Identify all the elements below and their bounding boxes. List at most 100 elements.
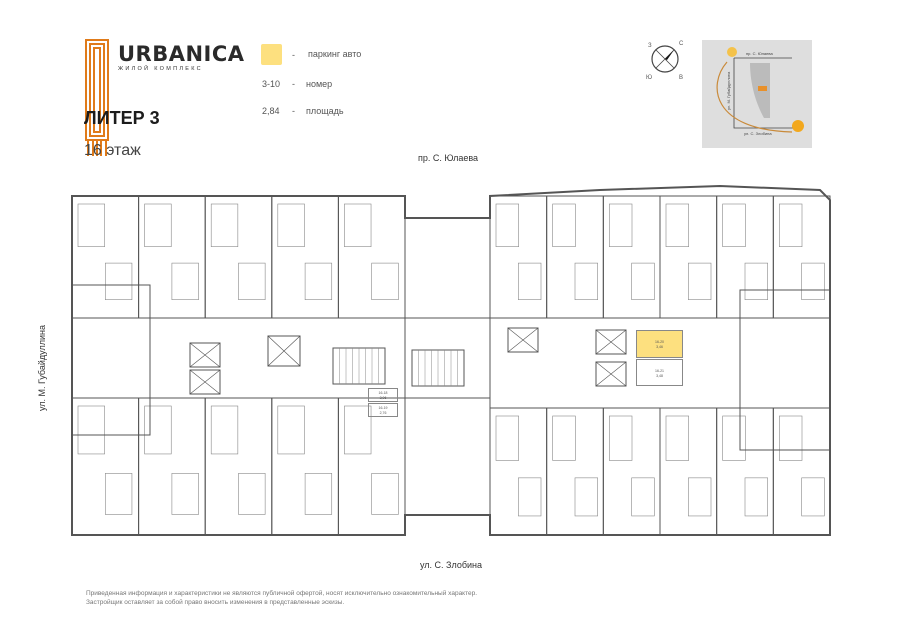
corridor (489, 317, 741, 409)
room (609, 415, 633, 461)
compass-letter: Ю (646, 75, 652, 80)
bathroom (171, 473, 199, 515)
legend-number-key: 3-10 (262, 79, 281, 89)
compass-letter: С (679, 41, 684, 47)
elevator (507, 327, 539, 353)
legend-dash: - (292, 50, 295, 60)
elevator (595, 361, 627, 387)
room (77, 405, 105, 455)
compass-icon: С В Ю З (646, 41, 684, 80)
bathroom (518, 262, 542, 301)
room (495, 203, 519, 248)
elevator (189, 369, 221, 395)
elevator (189, 369, 221, 395)
room (665, 203, 689, 248)
elevator (267, 335, 301, 367)
cell-number: 16-18 (378, 391, 388, 395)
cell-area: 2,76 (379, 411, 387, 415)
room (552, 203, 576, 248)
bathroom (371, 473, 399, 515)
urbanica-logo-icon (85, 39, 109, 156)
brand-subtitle: ЖИЛОЙ КОМПЛЕКС (118, 66, 203, 72)
room (495, 415, 519, 461)
svg-text:ул. М. Губайдуллина: ул. М. Губайдуллина (726, 71, 731, 110)
cell-number: 16-20 (655, 340, 664, 344)
apartment (404, 217, 491, 319)
legend-area-key: 2,84 (262, 106, 280, 116)
street-top-label: пр. С. Юлаева (418, 153, 479, 163)
bathroom (171, 262, 199, 301)
bathroom (574, 477, 598, 517)
bathroom (688, 477, 712, 517)
room (609, 203, 633, 248)
room (722, 203, 746, 248)
bathroom (304, 473, 333, 515)
cell-area: 3,48 (656, 374, 663, 378)
legend-dash: - (292, 106, 295, 116)
storage-cell[interactable]: 16-21 3,48 (636, 359, 683, 386)
bathroom (371, 262, 399, 301)
bathroom (631, 262, 655, 301)
cell-number: 16-19 (378, 406, 388, 410)
room (277, 203, 305, 248)
bathroom (744, 262, 768, 301)
storage-cell[interactable]: 16-19 2,76 (368, 403, 398, 417)
elevator (189, 342, 221, 368)
compass-letter: З (648, 43, 652, 49)
room (210, 405, 239, 455)
bathroom (304, 262, 333, 301)
corridor (149, 317, 406, 399)
storage-cell[interactable]: 16-18 3,06 (368, 388, 398, 402)
room (552, 415, 576, 461)
site-minimap: пр. С. Юлаева ул. С. Злобина ул. М. Губа… (702, 40, 812, 148)
room (344, 405, 372, 455)
cell-number: 16-21 (655, 369, 664, 373)
apartment (739, 289, 831, 451)
room (210, 203, 239, 248)
elevator (267, 335, 301, 367)
bathroom (105, 262, 133, 301)
bathroom (238, 262, 266, 301)
minimap-highlight (758, 86, 767, 91)
elevator (189, 342, 221, 368)
room (144, 203, 172, 248)
parking-cell[interactable]: 16-20 3,46 (636, 330, 683, 358)
bathroom (631, 477, 655, 517)
disclaimer: Приведенная информация и характеристики … (86, 590, 478, 606)
compass-letter: В (679, 75, 683, 80)
bathroom (574, 262, 598, 301)
bathroom (518, 477, 542, 517)
legend-parking-swatch (261, 44, 282, 65)
cell-area: 3,46 (656, 345, 663, 349)
room (277, 405, 305, 455)
apartment (772, 195, 831, 319)
street-bottom-label: ул. С. Злобина (420, 560, 483, 570)
bathroom (105, 473, 133, 515)
apartment (404, 397, 491, 516)
room (779, 203, 803, 248)
room (144, 405, 172, 455)
legend-parking-label: паркинг авто (308, 49, 362, 59)
bathroom (688, 262, 712, 301)
elevator (507, 327, 539, 353)
bathroom (801, 477, 825, 517)
room (77, 203, 105, 248)
room (722, 415, 746, 461)
bathroom (744, 477, 768, 517)
elevator (595, 329, 627, 355)
bathroom (238, 473, 266, 515)
elevator (595, 361, 627, 387)
liter-title: ЛИТЕР 3 (84, 108, 160, 128)
apartment (772, 407, 831, 536)
legend-dash: - (292, 79, 295, 89)
legend-number-label: номер (306, 79, 333, 89)
bathroom (801, 262, 825, 301)
floor-title: 16 этаж (84, 142, 141, 159)
room (779, 415, 803, 461)
legend-area-label: площадь (306, 106, 344, 116)
brand-name: URBANICA (118, 42, 245, 66)
room (665, 415, 689, 461)
svg-text:пр. С. Юлаева: пр. С. Юлаева (746, 51, 773, 56)
cell-area: 3,06 (379, 396, 387, 400)
